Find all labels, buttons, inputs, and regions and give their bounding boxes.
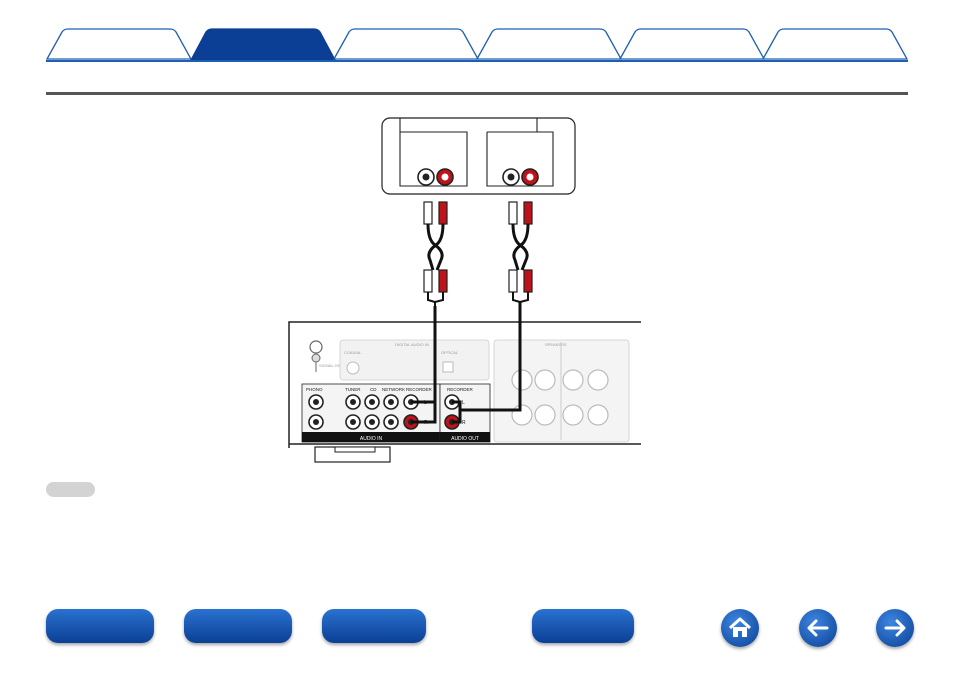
arrow-right-icon xyxy=(884,619,906,637)
arrow-left-icon xyxy=(807,619,829,637)
audio-out-label: AUDIO OUT xyxy=(451,436,479,442)
digital-audio-in-label: DIGITAL AUDIO IN xyxy=(395,342,429,347)
tab-bar-underline xyxy=(46,60,908,62)
network-label: NETWORK xyxy=(382,387,405,392)
tab-4[interactable] xyxy=(476,28,622,60)
tab-6[interactable] xyxy=(762,28,908,60)
phono-label: PHONO xyxy=(306,387,323,392)
tab-3[interactable] xyxy=(333,28,479,60)
recorder-connection-illustration: SIGNAL GND DIGITAL AUDIO IN COAXIAL OPTI… xyxy=(288,117,641,463)
recorder-out-label: RECORDER xyxy=(447,387,474,392)
cd-label: CD xyxy=(370,387,377,392)
note-badge xyxy=(46,482,95,497)
amplifier-rear-panel: SIGNAL GND DIGITAL AUDIO IN COAXIAL OPTI… xyxy=(288,321,641,463)
forward-button[interactable] xyxy=(876,609,914,647)
coaxial-label: COAXIAL xyxy=(344,350,362,355)
recorder-device xyxy=(381,117,576,195)
cable-wire-routing xyxy=(411,302,522,424)
nav-button-3[interactable] xyxy=(322,609,426,643)
tab-1[interactable] xyxy=(46,28,192,60)
ch-r-label-out: R xyxy=(462,420,466,426)
nav-button-4[interactable] xyxy=(532,609,634,643)
tab-5[interactable] xyxy=(619,28,765,60)
nav-button-1[interactable] xyxy=(46,609,154,643)
section-divider xyxy=(46,92,908,95)
tab-2[interactable] xyxy=(190,28,336,60)
signal-gnd-label: SIGNAL GND xyxy=(319,363,344,368)
tuner-label: TUNER xyxy=(345,387,361,392)
connection-diagram: SIGNAL GND DIGITAL AUDIO IN COAXIAL OPTI… xyxy=(275,110,645,480)
home-icon xyxy=(728,617,752,637)
recorder-in-label: RECORDER xyxy=(406,387,433,392)
ch-l-label-out: L xyxy=(462,400,465,406)
back-button[interactable] xyxy=(799,609,837,647)
optical-label: OPTICAL xyxy=(441,350,459,355)
rca-cable-2 xyxy=(508,201,533,303)
nav-button-2[interactable] xyxy=(184,609,292,643)
speakers-label: SPEAKERS xyxy=(545,342,567,347)
tab-bar xyxy=(0,0,954,62)
rca-cable-1 xyxy=(423,201,448,306)
audio-in-label: AUDIO IN xyxy=(360,436,383,442)
home-button[interactable] xyxy=(721,609,759,647)
